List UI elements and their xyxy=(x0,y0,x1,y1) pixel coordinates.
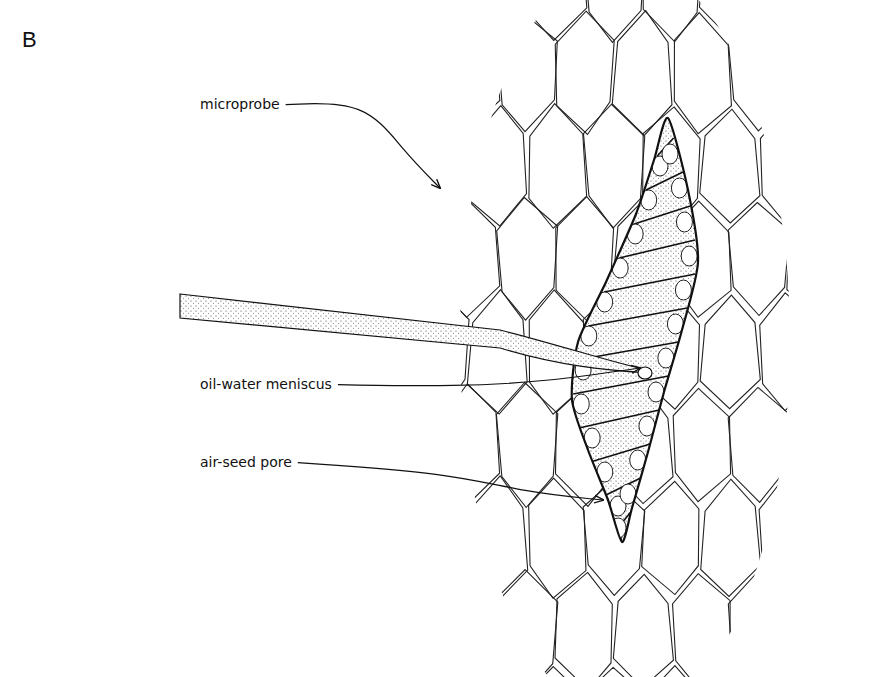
cell-wall xyxy=(815,290,876,413)
cell-wall xyxy=(555,11,614,134)
cell-wall xyxy=(846,198,883,319)
cell-wall xyxy=(728,15,790,130)
cell-wall xyxy=(728,387,789,502)
microprobe xyxy=(180,294,648,373)
cell-wall xyxy=(728,571,789,677)
cell-wall xyxy=(496,570,558,677)
cell-wall xyxy=(468,664,528,677)
cell-wall xyxy=(700,295,760,408)
cell-wall xyxy=(642,481,699,594)
probed-cell xyxy=(572,118,698,550)
meniscus xyxy=(638,367,652,379)
cell-wall xyxy=(529,478,586,598)
cell-wall xyxy=(759,661,818,677)
cell-wall xyxy=(555,572,612,677)
oil-water-meniscus-bubble xyxy=(681,246,697,266)
leader-lines xyxy=(286,103,640,500)
oil-water-meniscus-bubble xyxy=(676,212,692,232)
part-label: air-seed pore xyxy=(200,455,292,470)
cell-wall xyxy=(556,197,614,322)
cell-wall xyxy=(468,476,528,601)
cell-wall xyxy=(497,14,557,132)
cell-wall xyxy=(410,0,471,37)
cell-wall xyxy=(583,104,644,228)
cell-stipple xyxy=(572,118,698,542)
cell-wall xyxy=(441,200,499,317)
leader-line xyxy=(286,103,440,188)
part-label: microprobe xyxy=(200,97,280,112)
cell-wall xyxy=(786,385,843,505)
cell-wall xyxy=(760,109,817,223)
cell-wall xyxy=(442,568,499,677)
cell-wall xyxy=(700,109,760,223)
part-label: oil-water meniscus xyxy=(200,377,332,392)
cell-wall xyxy=(787,16,844,129)
cell-wall xyxy=(528,667,585,677)
cell-wall xyxy=(441,16,500,129)
oil-water-meniscus-bubble xyxy=(675,280,691,300)
cell-wall xyxy=(847,569,883,677)
cell-wall xyxy=(815,0,877,37)
cell-wall xyxy=(583,667,644,677)
cell-wall xyxy=(674,201,731,317)
cell-wall xyxy=(815,106,877,225)
cell-wall xyxy=(442,384,499,506)
cell-wall xyxy=(701,663,760,677)
cell-wall xyxy=(613,574,673,677)
cell-wall xyxy=(467,0,526,38)
leader-line xyxy=(298,463,603,500)
leader-line xyxy=(338,368,640,386)
cell-wall xyxy=(641,666,699,677)
cell-wall xyxy=(816,663,876,677)
cell-wall xyxy=(845,15,883,131)
cell-wall xyxy=(699,0,759,39)
probe-ground xyxy=(180,294,648,373)
cell-wall xyxy=(816,476,877,601)
cell-wall xyxy=(496,382,557,507)
cell-wall xyxy=(673,574,731,677)
cell-wall xyxy=(759,476,817,599)
cell-ground xyxy=(572,118,698,542)
cell-wall xyxy=(761,0,818,37)
cell-outline xyxy=(572,118,698,542)
microprobe-drawing xyxy=(180,294,652,379)
cell-wall xyxy=(410,662,467,677)
cell-wall xyxy=(787,201,844,317)
cell-wall xyxy=(411,476,468,600)
cell-wall xyxy=(673,388,730,501)
cell-wall xyxy=(760,293,817,411)
cell-wall xyxy=(674,13,731,134)
cell-wall xyxy=(786,569,844,677)
oil-water-meniscus-bubble xyxy=(662,144,678,164)
panel-letter: B xyxy=(22,28,37,52)
cell-wall xyxy=(410,292,469,412)
cell-wall xyxy=(846,383,883,508)
oil-water-meniscus-bubble xyxy=(573,394,589,414)
cell-wall xyxy=(497,197,558,320)
